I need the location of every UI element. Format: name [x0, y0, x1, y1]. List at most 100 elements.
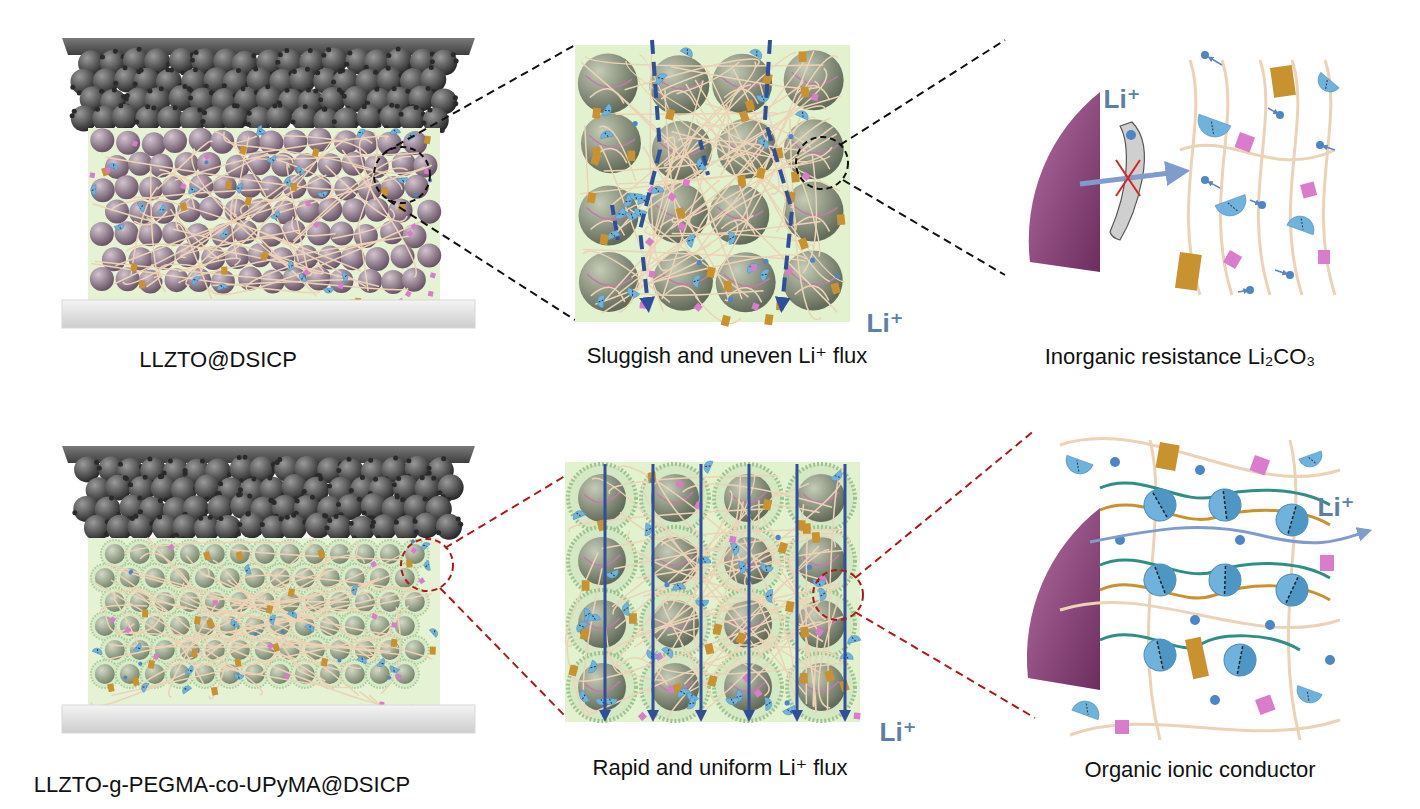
- anion-group: [420, 540, 431, 551]
- carbon-dot: [413, 519, 418, 524]
- cathode-particle: [349, 516, 375, 542]
- charge-mark: [630, 214, 633, 219]
- charge-mark: [136, 646, 140, 650]
- carbon-dot: [426, 86, 431, 91]
- charge-mark: [705, 464, 710, 468]
- plasticizer-block: [707, 675, 717, 687]
- li-ion-dot: [337, 658, 341, 662]
- carbon-dot: [193, 67, 198, 72]
- half-disc: [759, 563, 773, 573]
- plasticizer-block: [798, 237, 809, 249]
- carbon-dot: [197, 108, 202, 113]
- anion-group: [324, 288, 334, 294]
- hydrogen-bond: [1157, 641, 1163, 668]
- carbon-dot: [237, 455, 242, 460]
- salt-cube: [694, 303, 703, 312]
- li-transport-arrow: [1090, 527, 1365, 542]
- carbon-dot: [326, 47, 331, 52]
- cathode-particle: [371, 514, 397, 540]
- charge-mark: [343, 275, 347, 278]
- anion-group: [680, 45, 695, 57]
- salt-cube: [418, 577, 425, 584]
- cathode-particle: [399, 106, 425, 132]
- anion-group: [650, 185, 664, 194]
- polymer-chain: [698, 117, 815, 250]
- polymer-chain: [686, 84, 748, 229]
- polymer-brush-halo: [568, 653, 636, 721]
- charge-mark: [685, 49, 689, 54]
- carbon-dot: [113, 49, 118, 54]
- charge-mark: [308, 626, 312, 630]
- polymer-chain: [124, 542, 296, 553]
- charge-mark: [605, 132, 608, 137]
- li-ion-dot: [129, 570, 133, 574]
- anion-group: [376, 658, 387, 669]
- salt-cube: [675, 480, 684, 489]
- polymer-chain: [232, 144, 403, 190]
- cathode-particle: [84, 515, 110, 541]
- surface-chain: [728, 288, 762, 303]
- carbon-dot: [247, 111, 252, 116]
- hydrogen-bond: [1288, 507, 1296, 534]
- polymer-chain: [347, 542, 358, 557]
- polymer-brush-halo: [641, 464, 709, 532]
- carbon-dot: [97, 466, 102, 471]
- plasticizer-block: [318, 550, 325, 559]
- zoom-line: [840, 40, 1005, 145]
- carbon-dot: [260, 522, 265, 527]
- upy-dimer: [1139, 559, 1180, 600]
- anion-group: [783, 705, 798, 717]
- zoom-line: [843, 180, 1005, 275]
- carbon-dot: [344, 62, 349, 67]
- anion-group: [765, 589, 773, 603]
- anion-group: [685, 233, 695, 247]
- carbon-dot: [158, 498, 163, 503]
- half-disc: [357, 655, 368, 664]
- carbon-dot: [134, 120, 139, 125]
- plasticizer-block: [736, 632, 747, 644]
- charge-mark: [270, 158, 274, 162]
- anion-group: [1193, 114, 1231, 142]
- anion-group: [1215, 195, 1251, 221]
- half-disc: [1293, 686, 1322, 707]
- li-flux-path: [765, 40, 792, 305]
- salt-cube: [406, 230, 413, 237]
- anion-group: [645, 523, 652, 536]
- upy-dimer: [1141, 636, 1179, 674]
- anion-group: [267, 155, 278, 165]
- ion-motion-arrow: [1210, 182, 1221, 188]
- caption-label: LLZTO@DSICP: [137, 347, 299, 373]
- charge-mark: [592, 615, 595, 620]
- charge-mark: [646, 528, 651, 531]
- half-disc: [91, 185, 97, 195]
- anion-group: [244, 564, 252, 575]
- half-disc: [429, 627, 439, 638]
- li-flux-arrow: [844, 464, 847, 716]
- polymer-chain: [605, 607, 631, 674]
- plasticizer-block: [142, 609, 148, 617]
- charge-mark: [289, 265, 293, 267]
- anion-group: [840, 652, 853, 659]
- salt-cube: [754, 689, 763, 698]
- anion-group: [233, 673, 244, 680]
- salt-cube: [677, 222, 686, 231]
- charge-mark: [298, 169, 302, 173]
- anion-group: [424, 560, 431, 571]
- half-disc: [318, 191, 329, 198]
- anion-group: [675, 686, 690, 698]
- llzto-particle: [163, 129, 187, 153]
- salt-cube: [1320, 555, 1334, 571]
- carbon-dot: [112, 88, 117, 93]
- carbon-dot: [159, 86, 164, 91]
- salt-cube: [683, 179, 691, 187]
- plasticizer-block: [837, 214, 846, 225]
- caption-label: Organic ionic conductor: [1082, 757, 1317, 783]
- salt-cube: [751, 302, 759, 310]
- carbon-dot: [374, 87, 379, 92]
- carbon-dot: [392, 482, 397, 487]
- polymer-chain: [179, 258, 240, 271]
- polymer-chain: [683, 484, 832, 507]
- plasticizer-block: [1185, 637, 1209, 679]
- half-disc: [233, 673, 244, 680]
- anion-group: [729, 231, 736, 244]
